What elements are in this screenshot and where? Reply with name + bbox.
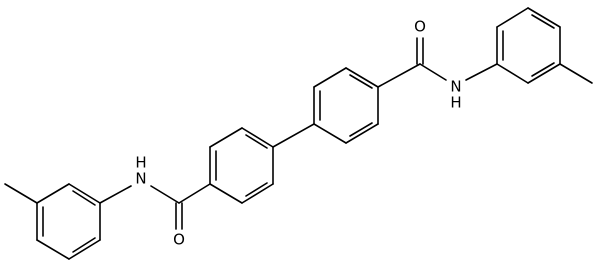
- carbonyl-ring-bond-left: [178, 183, 211, 204]
- nitrogen-atom-left: N: [135, 170, 146, 188]
- oxygen-atom-left: O: [173, 231, 185, 249]
- n-carbonyl-bond-left: [150, 185, 180, 204]
- oxygen-atom-right: O: [414, 18, 426, 36]
- biphenyl-ring-left: [209, 127, 274, 204]
- aryl-n-bond-left: [99, 185, 132, 204]
- nitrogen-atom-right: N: [450, 78, 461, 96]
- tolyl-ring-left: [36, 183, 101, 260]
- tolyl-ring-right: [496, 7, 561, 84]
- methyl-bond-right: [559, 63, 593, 84]
- carbonyl-ring-bond-right: [377, 63, 421, 88]
- biphenyl-link-bond: [272, 123, 315, 148]
- methyl-bond-left: [4, 183, 38, 204]
- hydrogen-atom-left: H: [135, 154, 146, 172]
- hydrogen-atom-right: H: [450, 94, 461, 112]
- aryl-n-bond-right: [465, 63, 498, 81]
- biphenyl-ring-right: [313, 67, 379, 144]
- n-carbonyl-bond-right: [419, 63, 447, 81]
